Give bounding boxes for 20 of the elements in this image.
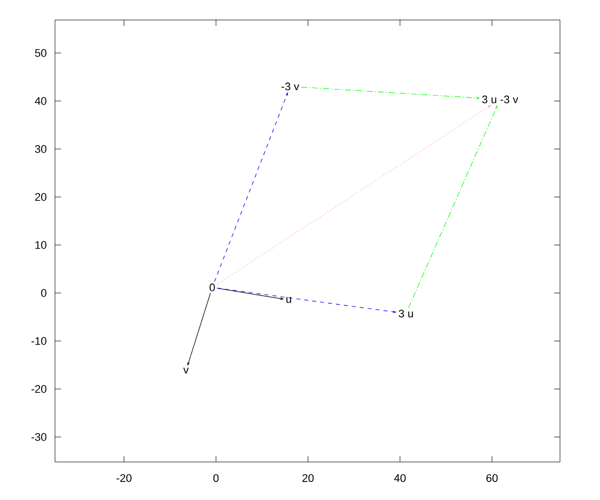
tick-label: -10 [31,337,46,345]
tick-label: -20 [31,385,46,393]
point-label: -3 v [282,82,300,90]
tick-label: 0 [41,289,46,297]
tick-label: 40 [394,474,406,482]
point-label: 0 [210,284,215,292]
tick-label: 40 [34,97,46,105]
tick-label: 50 [35,49,46,57]
point-label: u [286,297,292,303]
tick-label: -30 [31,433,46,441]
point-label: 3 u -3 v [482,96,518,104]
tick-label: 60 [486,474,498,482]
tick-label: 10 [35,241,46,249]
tick-label: -20 [116,474,132,482]
tick-label: 20 [35,193,46,201]
tick-label: 20 [302,474,314,482]
point-label: v [183,368,189,374]
tick-label: 30 [35,145,46,153]
point-label: 3 u [398,310,413,318]
tick-label: 0 [213,474,219,482]
